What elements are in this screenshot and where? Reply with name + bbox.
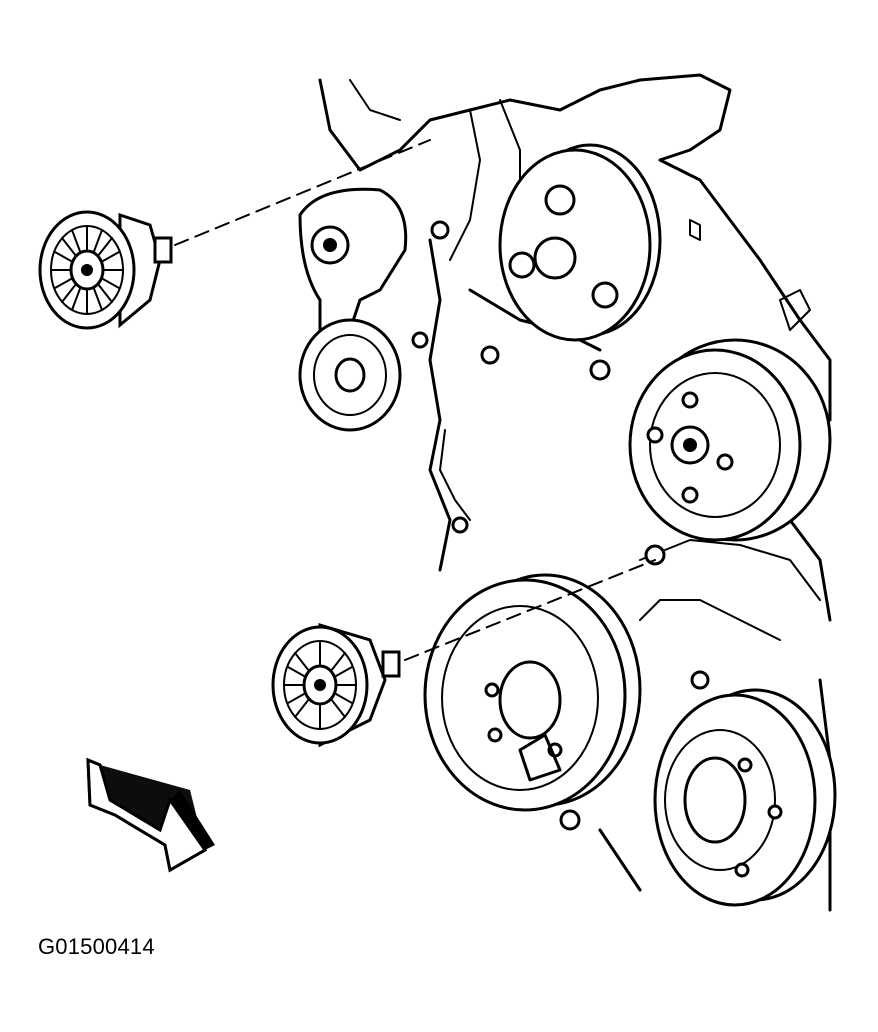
crankshaft-pulley <box>423 573 642 812</box>
water-pump-pulley <box>628 338 832 542</box>
idler-pulley-lower <box>271 622 401 748</box>
alignment-line-upper <box>174 139 431 246</box>
alignment-line-lower <box>404 559 656 661</box>
arrow-front-icon <box>86 757 215 873</box>
power-steering-pulley <box>498 143 662 342</box>
figure-id-label: G01500414 <box>38 934 155 959</box>
idler-pulley-upper <box>38 210 173 330</box>
ac-compressor-pulley <box>653 688 837 907</box>
belt-tensioner <box>298 187 408 432</box>
